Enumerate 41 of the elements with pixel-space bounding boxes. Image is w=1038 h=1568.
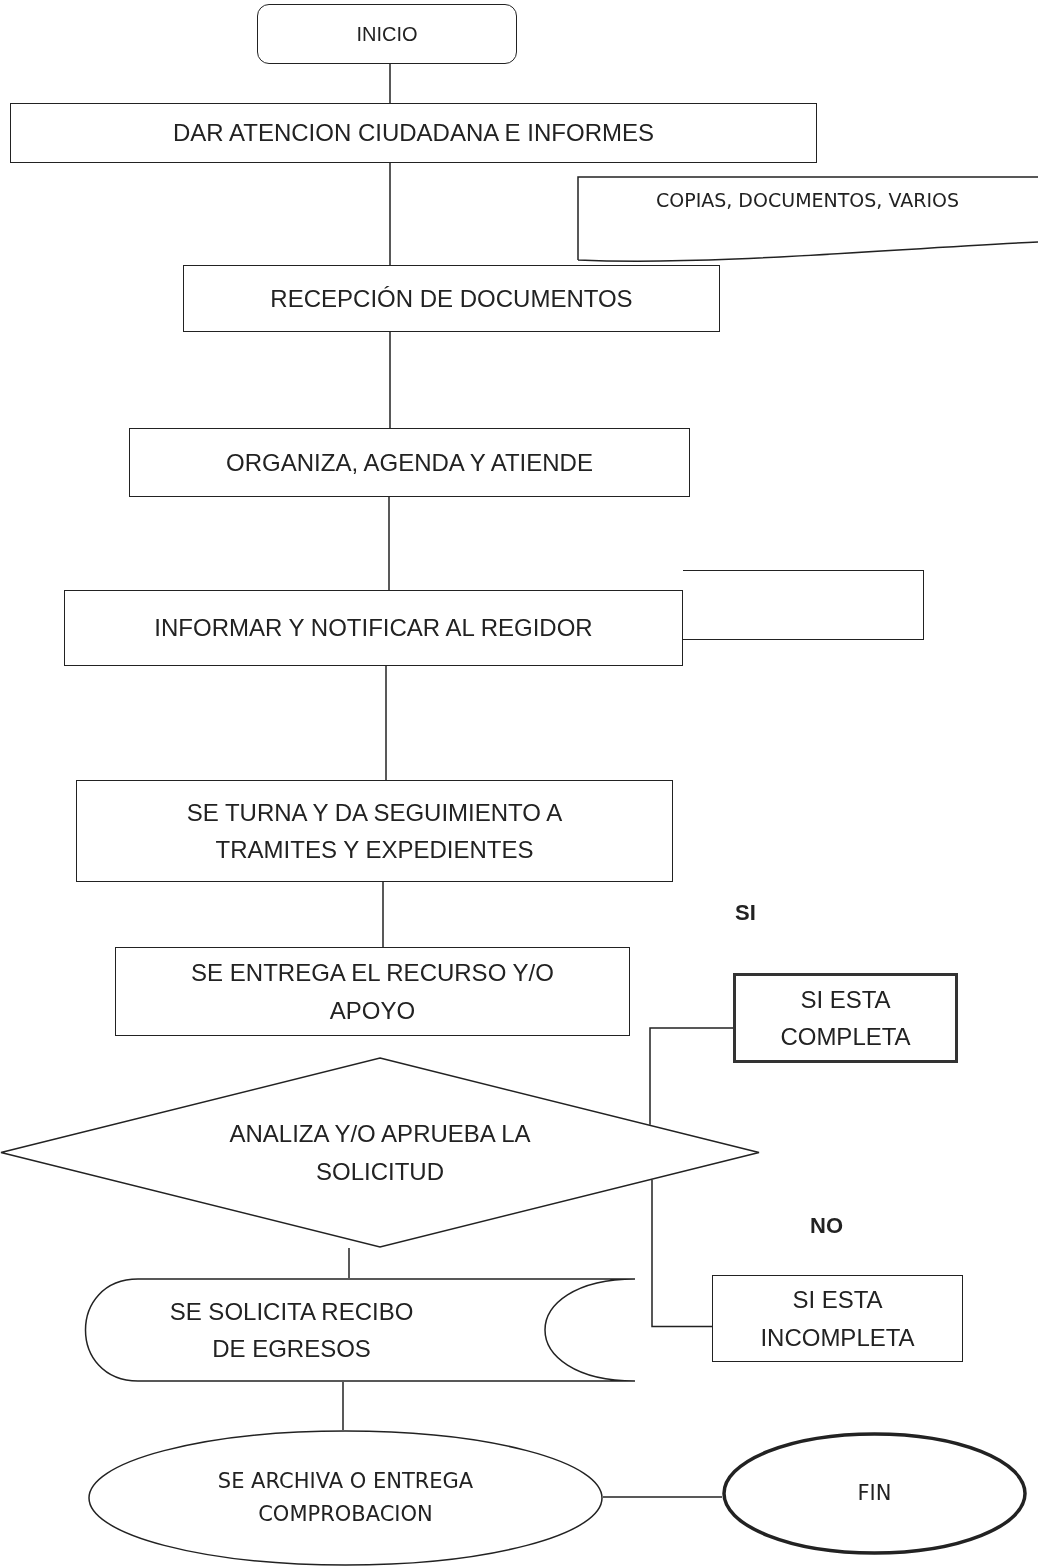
node-label: FIN <box>857 1480 892 1508</box>
node-label: SE SOLICITA RECIBO DE EGRESOS <box>168 1296 415 1364</box>
connector-line <box>382 881 384 948</box>
node-label: SE TURNA Y DA SEGUIMIENTO A TRAMITES Y EXPEDIENTES <box>185 797 564 865</box>
node-label: SI ESTA INCOMPLETA <box>759 1285 916 1353</box>
connector-line <box>388 496 390 591</box>
branch-label: SI <box>735 900 756 926</box>
connector-line <box>602 1496 723 1498</box>
process-box <box>183 265 720 332</box>
connector-line <box>649 1027 734 1126</box>
document-shape <box>577 176 1038 262</box>
process-box <box>115 947 630 1036</box>
decision-diamond <box>0 1057 760 1248</box>
connector-line <box>651 1178 713 1328</box>
node-label: INFORMAR Y NOTIFICAR AL REGIDOR <box>154 613 593 644</box>
node-label: RECEPCIÓN DE DOCUMENTOS <box>270 283 633 314</box>
connector-line <box>389 63 391 104</box>
connector-line <box>342 1381 344 1431</box>
branch-label: NO <box>810 1213 843 1239</box>
empty-box <box>683 570 924 640</box>
node-label: SE ENTREGA EL RECURSO Y/O APOYO <box>190 958 555 1026</box>
connector-line <box>389 162 391 266</box>
node-label: SI ESTA COMPLETA <box>779 984 912 1052</box>
process-box <box>76 780 673 882</box>
connector-line <box>348 1247 350 1279</box>
node-label: INICIO <box>356 21 418 47</box>
connector-line <box>385 665 387 781</box>
node-label: COPIAS, DOCUMENTOS, VARIOS <box>655 188 960 214</box>
end-process-ellipse <box>88 1430 603 1566</box>
node-label: SE ARCHIVA O ENTREGA COMPROBACION <box>216 1468 475 1528</box>
terminal-ellipse <box>722 1432 1027 1555</box>
process-box <box>64 590 683 666</box>
node-label: ANALIZA Y/O APRUEBA LA SOLICITUD <box>228 1119 532 1187</box>
process-box <box>10 103 817 163</box>
node-label: ORGANIZA, AGENDA Y ATIENDE <box>226 447 593 478</box>
outcome-box <box>733 973 958 1063</box>
node-label: DAR ATENCION CIUDADANA E INFORMES <box>173 118 654 149</box>
connector-line <box>389 331 391 429</box>
process-box <box>129 428 690 497</box>
start-box <box>257 4 517 64</box>
outcome-box <box>712 1275 963 1362</box>
